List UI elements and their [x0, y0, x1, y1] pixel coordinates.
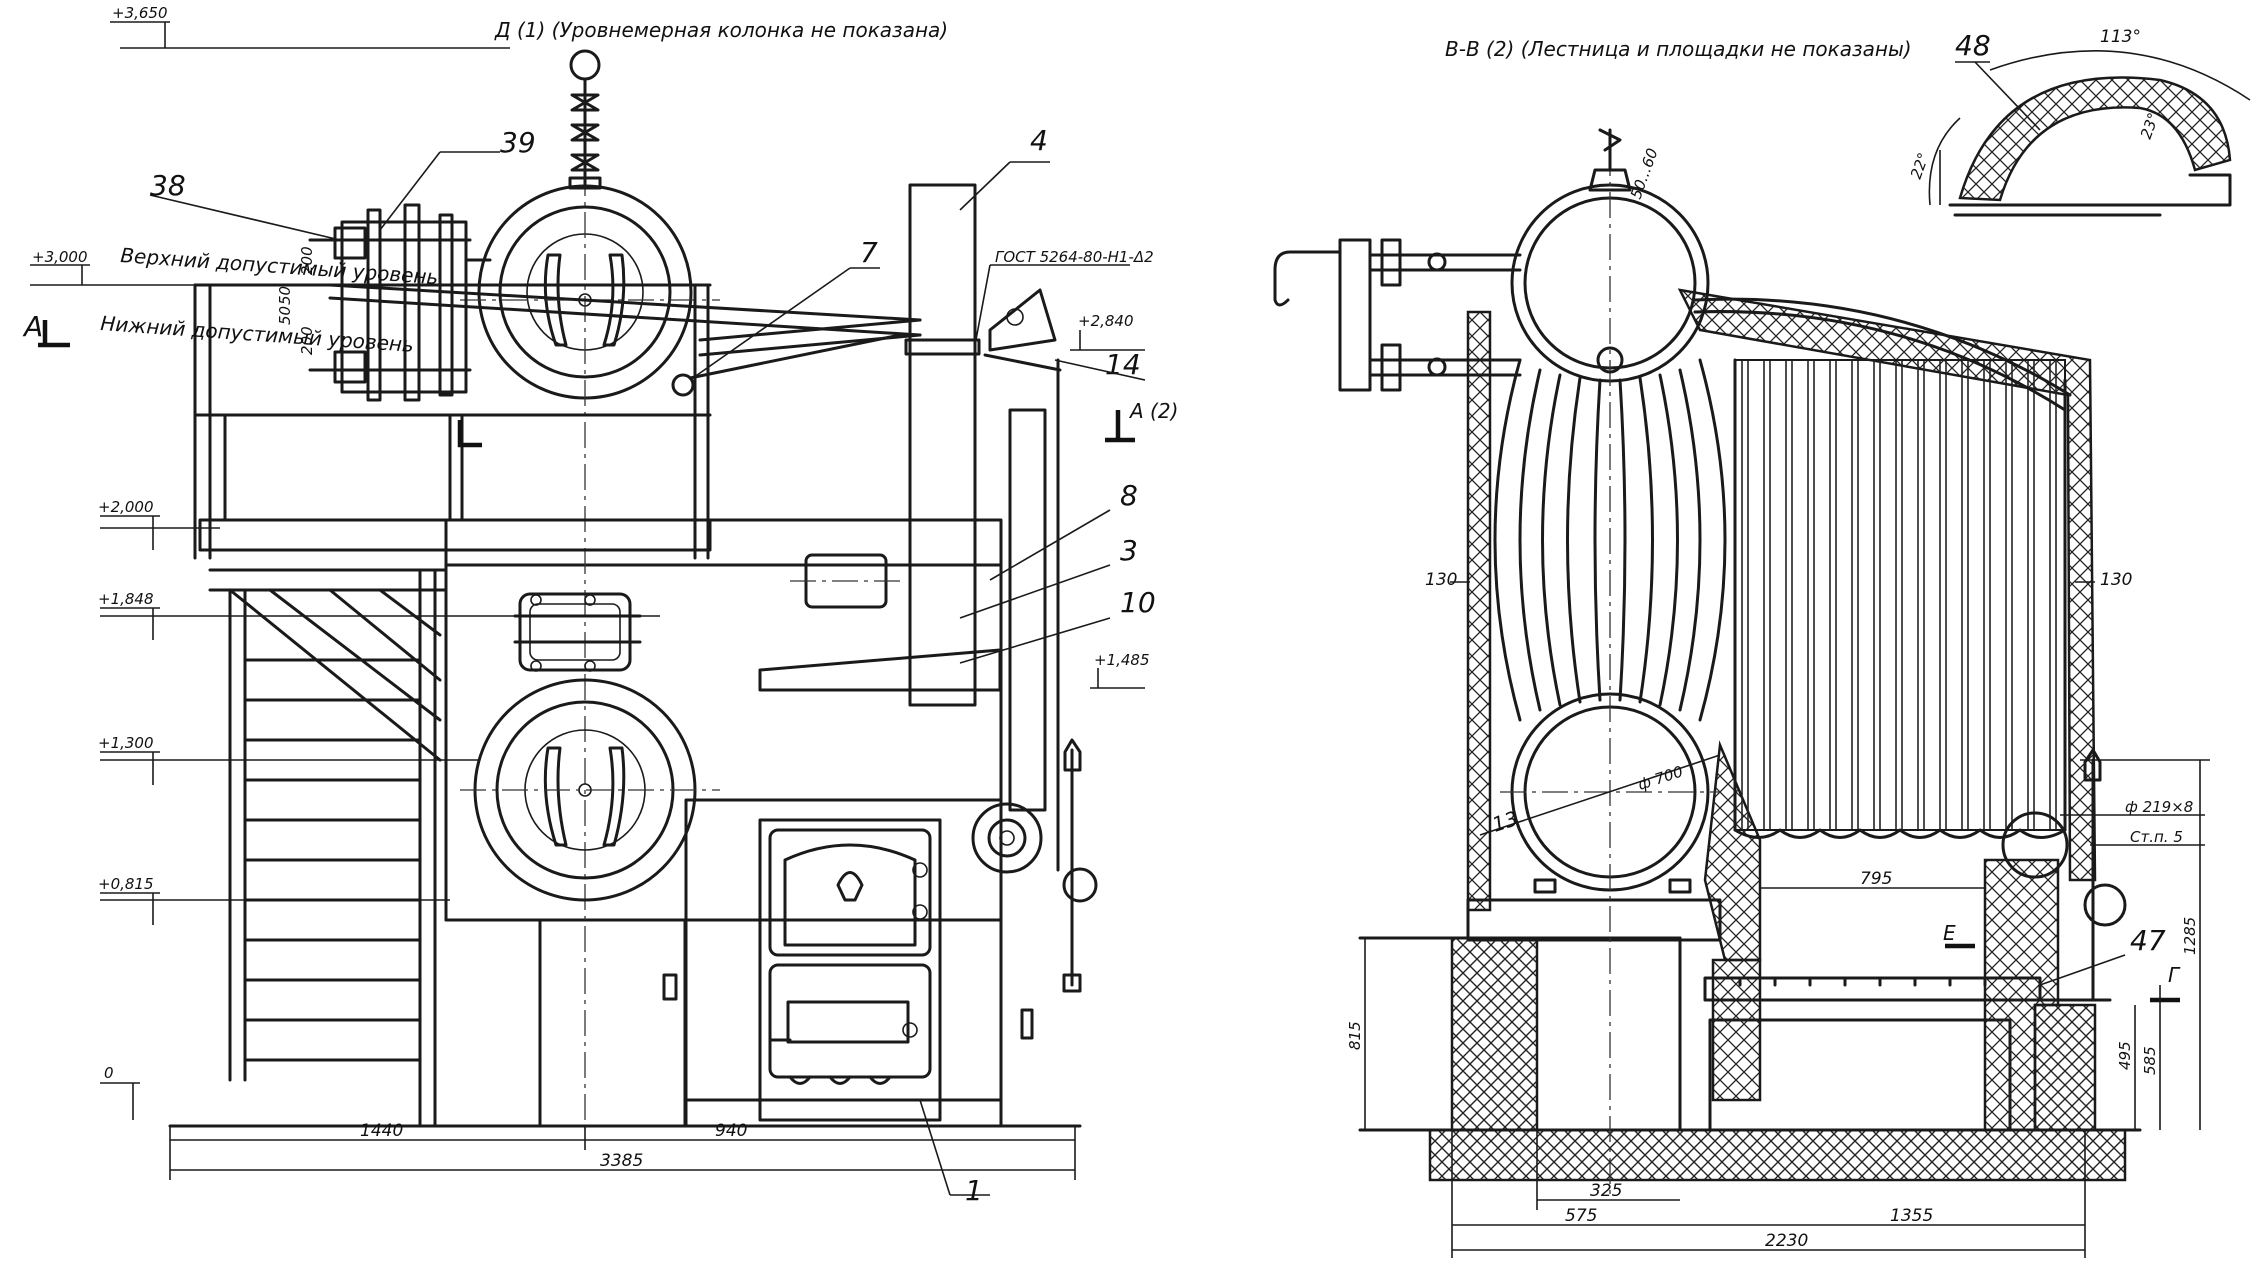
- elev-3000: +3,000: [32, 248, 88, 266]
- left-view-title: Д (1) (Уровнемерная колонка не показана): [494, 18, 948, 42]
- section-g: Г: [2168, 963, 2181, 987]
- side-valves: [1273, 238, 1522, 392]
- dim-200-bottom: 200: [298, 326, 316, 355]
- furnace-lining: [1466, 288, 2097, 1132]
- callout-38: 38: [150, 169, 186, 202]
- callout-130-right: 130: [2100, 570, 2132, 590]
- right-view-title: В-В (2) (Лестница и площадки не показаны…: [1445, 37, 1912, 61]
- dim-585: 585: [2141, 1046, 2159, 1075]
- dimensions-left: 1440 940 3385 1: [169, 1099, 1076, 1207]
- callout-48: 48: [1955, 29, 1991, 62]
- section-marks-left: A A (2): [22, 310, 1178, 443]
- dim-940: 940: [715, 1121, 747, 1141]
- callout-1: 1: [965, 1174, 983, 1207]
- dim-325: 325: [1590, 1181, 1622, 1201]
- callout-10: 10: [1120, 586, 1156, 619]
- upper-level-label: Верхний допустимый уровень: [120, 243, 439, 289]
- elev-2840: +2,840: [1078, 312, 1134, 330]
- section-a: A: [22, 310, 43, 343]
- fitting-small-2: [1020, 1008, 1034, 1040]
- dim-495: 495: [2116, 1041, 2134, 1070]
- dim-795: 795: [1860, 869, 1892, 889]
- lower-drum: [460, 678, 720, 902]
- flue-pipe: 4 7 ГОСТ 5264-80-Н1-Δ2 14 8 3 10: [689, 124, 1156, 872]
- elev-1300: +1,300: [98, 734, 154, 752]
- left-view: Д (1) (Уровнемерная колонка не показана)…: [22, 4, 1178, 1207]
- stairs: [208, 568, 447, 1128]
- boiler-body-left: [444, 518, 1003, 1128]
- elev-0815: +0,815: [98, 875, 154, 893]
- right-view: В-В (2) (Лестница и площадки не показаны…: [1273, 27, 2251, 1258]
- steel-grade: Ст.п. 5: [2130, 828, 2183, 846]
- callout-3: 3: [1120, 534, 1138, 567]
- pipe-size: ф 219×8: [2125, 798, 2193, 816]
- dim-50-bottom: 50: [276, 306, 294, 325]
- manometer: [568, 49, 602, 190]
- dim-575: 575: [1565, 1206, 1597, 1226]
- callout-47: 47: [2130, 924, 2166, 957]
- foundation: [1358, 936, 2142, 1182]
- tube-bank: [1733, 358, 2067, 839]
- diam-700: ф 700: [1636, 762, 1686, 793]
- dim-1440: 1440: [360, 1121, 403, 1141]
- callout-14: 14: [1105, 348, 1141, 381]
- angle-22: 22°: [1907, 150, 1933, 181]
- callout-13: 13: [1489, 806, 1521, 837]
- fitting-small: [662, 973, 678, 1001]
- arch-detail: 113° 22° 23° 48: [1907, 27, 2251, 217]
- section-a2: A (2): [1128, 399, 1178, 423]
- elevation-marks: +3,650 +3,000 +2,000 +1,848 +1,300 +0,81…: [30, 4, 1150, 1120]
- callout-50-60: 50...60: [1627, 146, 1662, 201]
- blowdown-valve: [971, 738, 1098, 993]
- elev-3650: +3,650: [112, 4, 168, 22]
- dim-2230: 2230: [1765, 1231, 1808, 1251]
- elev-1485: +1,485: [1094, 651, 1150, 669]
- callout-4: 4: [1030, 124, 1048, 157]
- dim-3385: 3385: [600, 1151, 643, 1171]
- callout-7: 7: [860, 236, 878, 269]
- dim-815: 815: [1346, 1021, 1364, 1050]
- callout-130-left: 130: [1425, 570, 1457, 590]
- angle-113: 113°: [2100, 27, 2141, 47]
- callout-39: 39: [500, 126, 536, 159]
- dim-50-top: 50: [276, 286, 294, 305]
- dimensions-right: 795 325 575 1355 2230 815 495 585 1285: [1346, 759, 2210, 1258]
- elev-2000: +2,000: [98, 498, 154, 516]
- drums-right: 13 ф 700 50...60: [1479, 128, 2072, 1200]
- manhole-left: [513, 592, 642, 672]
- grate: E Г 47: [1703, 921, 2181, 1003]
- section-e: E: [1943, 921, 1956, 945]
- dim-1355: 1355: [1890, 1206, 1933, 1226]
- gost-label: ГОСТ 5264-80-Н1-Δ2: [995, 248, 1154, 266]
- callout-8: 8: [1120, 479, 1138, 512]
- pipe-assembly: ф 219×8 Ст.п. 5: [2001, 748, 2205, 1002]
- elev-0: 0: [104, 1064, 114, 1082]
- dim-200-top: 200: [298, 246, 316, 275]
- dim-1285: 1285: [2181, 917, 2199, 955]
- elev-1848: +1,848: [98, 590, 154, 608]
- furnace-doors: [758, 818, 942, 1122]
